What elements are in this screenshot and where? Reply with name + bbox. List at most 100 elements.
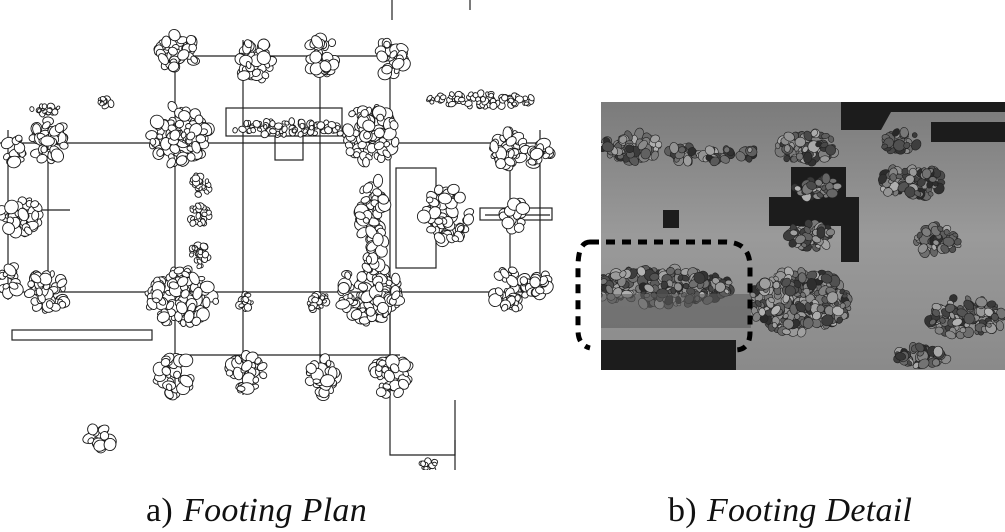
stone	[881, 143, 888, 150]
stone	[423, 466, 429, 471]
stone	[819, 155, 830, 163]
stone	[288, 117, 295, 126]
stone	[389, 50, 398, 59]
stone	[806, 181, 817, 190]
stone	[447, 100, 457, 108]
stone	[505, 136, 517, 147]
stone	[196, 263, 203, 270]
stone	[354, 211, 366, 220]
stone	[252, 376, 260, 384]
stone	[269, 128, 277, 135]
stone	[529, 276, 541, 289]
stone	[192, 286, 203, 300]
stone	[356, 271, 368, 283]
stone	[197, 220, 203, 227]
stone	[826, 291, 839, 304]
stone	[917, 243, 928, 254]
stone	[501, 216, 515, 230]
panel-label-a: a)	[146, 492, 174, 529]
stone	[391, 272, 401, 286]
stone	[618, 135, 628, 144]
stone	[190, 215, 196, 221]
stone	[30, 273, 42, 284]
stone	[803, 130, 813, 141]
stone	[420, 460, 426, 467]
stone	[601, 141, 614, 153]
caption-footing-plan: a)Footing Plan	[146, 492, 367, 530]
stone	[789, 229, 798, 236]
stone	[511, 101, 517, 107]
stone	[426, 225, 437, 234]
stone	[316, 121, 326, 130]
stone	[933, 345, 944, 358]
stone	[458, 96, 466, 103]
stone	[433, 184, 444, 195]
stone-footing-clusters	[0, 28, 556, 473]
stone	[770, 305, 781, 316]
stone	[931, 244, 937, 251]
stone	[673, 282, 683, 292]
stone	[167, 46, 178, 56]
stone	[4, 199, 19, 215]
caption-footing-detail: b)Footing Detail	[668, 492, 912, 530]
stone	[35, 287, 43, 297]
footing-detail-photo	[601, 102, 1005, 370]
stone	[929, 318, 937, 326]
stone	[50, 148, 65, 163]
stone	[784, 285, 796, 297]
stone	[29, 106, 35, 112]
stone	[177, 49, 190, 61]
stone	[299, 122, 305, 130]
stone	[916, 178, 926, 187]
stone	[794, 234, 806, 245]
stone	[899, 127, 909, 139]
stone	[348, 110, 356, 118]
stone	[191, 174, 201, 183]
stone	[669, 142, 679, 154]
stone	[945, 330, 956, 340]
stone	[795, 152, 804, 161]
stone	[344, 271, 352, 280]
stone	[802, 317, 814, 329]
stone	[901, 167, 909, 176]
stone	[175, 155, 188, 166]
stone	[309, 50, 323, 64]
stone	[433, 232, 446, 244]
stone	[932, 358, 940, 367]
stone	[36, 153, 48, 164]
stone	[196, 258, 203, 265]
stone	[883, 187, 893, 197]
panel-label-b: b)	[668, 492, 697, 529]
stone	[322, 299, 327, 304]
stone	[46, 300, 54, 309]
stone	[995, 320, 1004, 332]
stone	[99, 431, 110, 441]
stone	[157, 53, 169, 66]
stone	[434, 95, 441, 103]
stone	[238, 303, 245, 308]
stone	[385, 279, 393, 287]
stone	[954, 238, 962, 246]
stone	[337, 282, 350, 295]
stone	[501, 94, 509, 102]
stone	[467, 91, 474, 98]
stone	[335, 125, 341, 131]
stone	[194, 191, 202, 198]
stone	[783, 131, 795, 142]
stone	[382, 149, 391, 158]
stone	[511, 304, 520, 313]
stone	[180, 289, 190, 299]
stone	[256, 50, 271, 65]
stone	[297, 130, 304, 138]
stone	[905, 174, 915, 185]
stone	[198, 186, 203, 192]
stone	[714, 281, 726, 293]
stone	[472, 92, 479, 99]
stone	[327, 38, 337, 48]
stone	[161, 35, 172, 49]
stone	[168, 28, 181, 42]
stone	[773, 276, 779, 282]
stone	[27, 280, 35, 288]
stone	[199, 242, 209, 251]
stone	[360, 196, 371, 204]
